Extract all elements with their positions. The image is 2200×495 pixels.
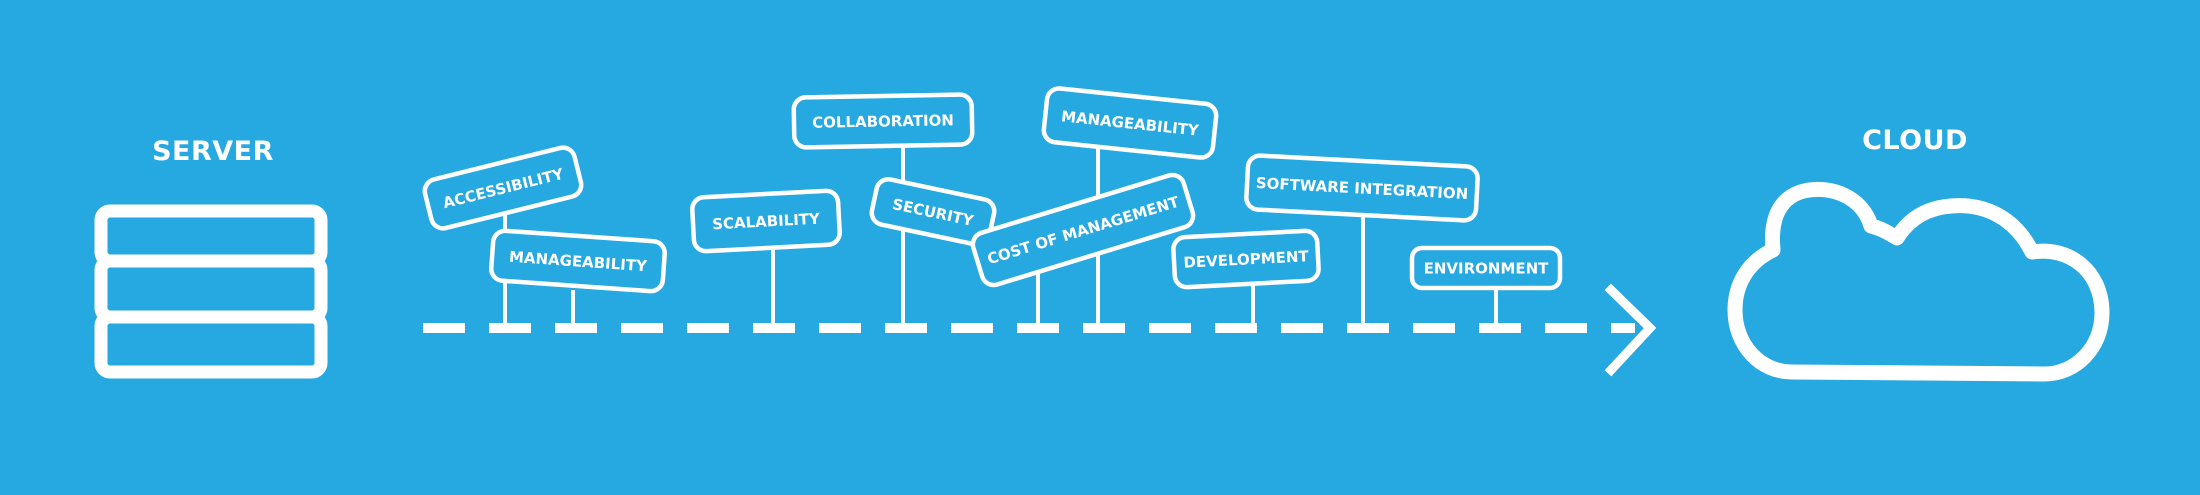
sign-development: DEVELOPMENT (1171, 228, 1321, 290)
server-title: SERVER (152, 136, 274, 167)
sign-manageability-2: MANAGEABILITY (1041, 86, 1219, 160)
sign-manageability-1: MANAGEABILITY (489, 228, 667, 294)
sign-collaboration: COLLABORATION (791, 92, 975, 150)
server-icon (94, 204, 328, 379)
sign-environment: ENVIRONMENT (1409, 245, 1563, 291)
cloud-icon (1727, 181, 2110, 382)
sign-software-integration: SOFTWARE INTEGRATION (1244, 153, 1480, 223)
sign-label: SCALABILITY (712, 210, 822, 234)
sign-security: SECURITY (869, 177, 997, 247)
sign-label: ENVIRONMENT (1424, 260, 1550, 278)
sign-accessibility: ACCESSIBILITY (422, 145, 584, 231)
cloud-title: CLOUD (1862, 125, 1968, 156)
timeline-arrow-head (1604, 283, 1657, 377)
sign-scalability: SCALABILITY (690, 188, 842, 254)
sign-label: COLLABORATION (812, 111, 954, 131)
sign-cost-of-management: COST OF MANAGEMENT (970, 172, 1196, 288)
